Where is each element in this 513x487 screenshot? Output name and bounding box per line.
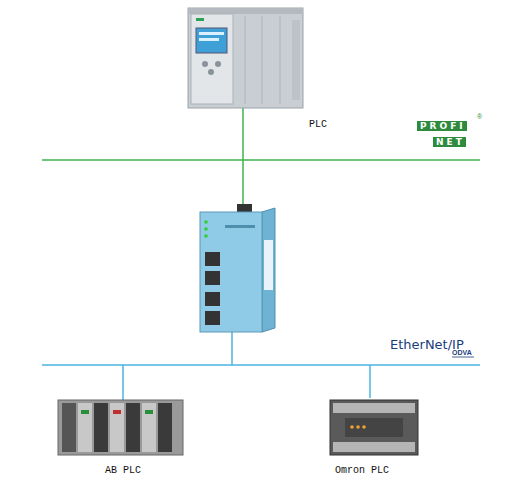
omron-led [356, 425, 360, 429]
logo-rule [452, 357, 474, 358]
rj45-port [205, 252, 220, 266]
gateway-side [262, 208, 275, 332]
plc-display-line [199, 32, 224, 35]
device-node: PLC [185, 5, 325, 135]
ethernetip-drop [231, 332, 233, 365]
device-label: Omron PLC [335, 465, 389, 476]
plc-button [208, 69, 214, 75]
plc-button [215, 61, 221, 67]
gateway-label-plate [264, 240, 273, 290]
plc-side [292, 20, 300, 100]
ab-led [81, 410, 89, 414]
rj45-port [205, 292, 220, 306]
omron-body [330, 400, 418, 455]
plc-body [188, 8, 303, 108]
omron-led [362, 425, 366, 429]
omron-panel [345, 418, 403, 437]
gateway-led [204, 220, 208, 224]
ab-chassis [58, 400, 183, 455]
ab-led [145, 410, 153, 414]
registered-mark: ® [477, 113, 482, 120]
ab-module [142, 403, 156, 452]
profinet-bus [42, 159, 480, 161]
plc-top [188, 8, 303, 14]
plc-front-panel [191, 14, 233, 104]
ab-plc-illustration [58, 400, 183, 455]
ethernetip-drop [122, 365, 124, 400]
device-node: AB PLC [50, 395, 190, 480]
ab-module [126, 403, 140, 452]
rj45-port [205, 311, 220, 325]
rj45-port [205, 271, 220, 285]
plc-display-line [199, 38, 219, 41]
ab-led [113, 410, 121, 414]
ethernetip-bus [42, 364, 480, 366]
ab-module [110, 403, 124, 452]
plc-rib [280, 16, 281, 104]
omron-plc-illustration [330, 400, 418, 455]
gateway-led [204, 227, 208, 231]
odva-logo: ODVA [452, 349, 472, 356]
plc-rib [245, 16, 246, 104]
device-label: PLC [309, 119, 327, 130]
ab-module [62, 403, 76, 452]
omron-terminal-strip [333, 403, 415, 413]
device-label: AB PLC [105, 465, 141, 476]
siemens-plc-illustration [188, 8, 303, 108]
profinet-drop [242, 108, 244, 160]
plc-rib [262, 16, 263, 104]
profinet-drop [242, 160, 244, 207]
ethernetip-drop [369, 365, 371, 398]
profinet-logo: PROFI [417, 121, 467, 131]
gateway-illustration [200, 204, 275, 332]
ab-module [94, 403, 108, 452]
omron-led [350, 425, 354, 429]
gateway-print [225, 225, 255, 228]
gateway-led [204, 234, 208, 238]
ab-module [158, 403, 172, 452]
plc-display [196, 28, 227, 53]
gateway-body [200, 212, 262, 332]
device-node: Omron PLC [320, 392, 430, 480]
plc-button [202, 61, 208, 67]
profinet-logo: NET [433, 137, 466, 147]
plc-led [196, 18, 204, 21]
omron-terminal-strip [333, 442, 415, 452]
ab-module [78, 403, 92, 452]
